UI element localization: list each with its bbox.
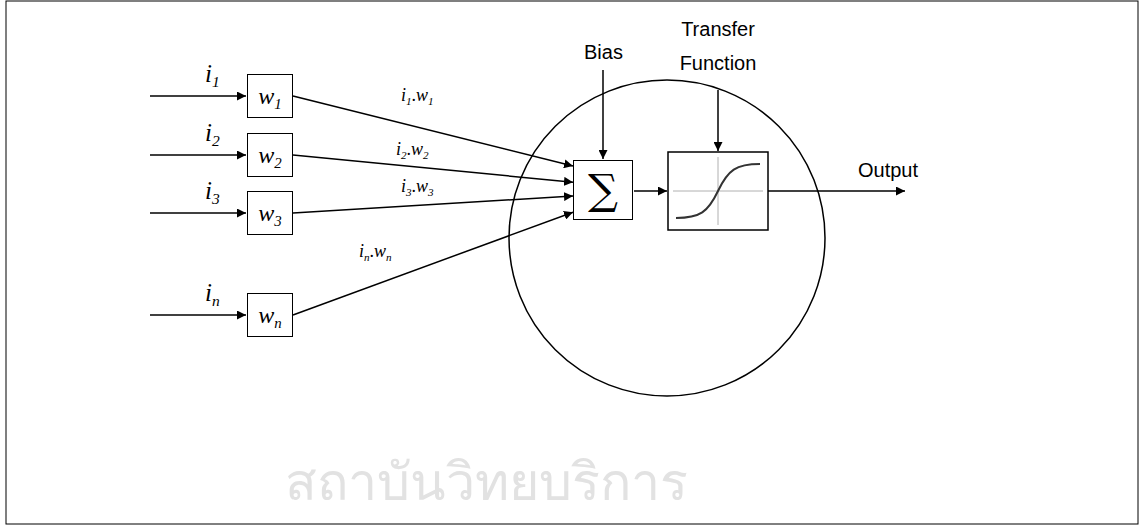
transfer-arrow [717, 90, 719, 151]
watermark: สถาบันวิทยบริการ [285, 450, 688, 514]
weight-box: w2 [247, 133, 293, 177]
math-subscript: 2 [423, 149, 429, 161]
weight-symbol: w3 [258, 199, 281, 227]
math-variable: i [401, 85, 406, 105]
math-variable: i [205, 177, 212, 204]
weight-box: w1 [247, 74, 293, 118]
math-symbol: . [412, 176, 417, 196]
product-label: in.wn [358, 240, 393, 262]
math-subscript: 1 [406, 95, 412, 107]
input-arrow [150, 95, 246, 97]
product-label: i1.w1 [400, 84, 435, 106]
math-variable: w [258, 200, 274, 226]
math-symbol: . [370, 241, 375, 261]
math-subscript: 1 [428, 95, 434, 107]
input-arrow [150, 212, 246, 214]
weight-symbol: wn [258, 301, 281, 329]
math-variable: w [258, 142, 274, 168]
sigmoid-curve [676, 164, 760, 218]
bias-label: Bias [584, 40, 623, 64]
weighted-input-line [293, 196, 573, 213]
math-subscript: n [212, 292, 220, 309]
product-label: i3.w3 [400, 175, 435, 197]
bias-arrow [602, 70, 604, 159]
math-variable: i [205, 60, 212, 87]
math-subscript: 2 [274, 155, 281, 171]
weight-symbol: w2 [258, 141, 281, 169]
math-variable: i [359, 241, 364, 261]
math-symbol: . [407, 139, 412, 159]
input-label: in [205, 279, 220, 307]
math-variable: w [416, 176, 428, 196]
math-variable: w [258, 83, 274, 109]
weight-box: w3 [247, 191, 293, 235]
math-variable: w [411, 139, 423, 159]
input-label: i1 [205, 60, 220, 88]
math-subscript: n [364, 251, 370, 263]
weighted-input-line [293, 212, 573, 315]
output-arrow [768, 190, 905, 192]
product-label: i2.w2 [395, 138, 430, 160]
transfer-function-label: Transfer Function [663, 12, 773, 80]
math-variable: i [396, 139, 401, 159]
input-label: i2 [205, 119, 220, 147]
output-label: Output [858, 158, 918, 182]
math-subscript: 3 [428, 186, 434, 198]
math-subscript: 1 [212, 73, 220, 90]
math-variable: w [374, 241, 386, 261]
math-subscript: 2 [401, 149, 407, 161]
math-subscript: 3 [406, 186, 412, 198]
sum-symbol: ∑ [588, 167, 618, 213]
frame-border [6, 1, 1138, 524]
math-subscript: n [274, 315, 281, 331]
summation-box: ∑ [573, 160, 633, 220]
transfer-function-box [668, 152, 768, 230]
math-subscript: 3 [212, 190, 220, 207]
weight-box: wn [247, 293, 293, 337]
neuron-circle [509, 80, 825, 396]
input-label: i3 [205, 177, 220, 205]
math-variable: i [401, 176, 406, 196]
weight-symbol: w1 [258, 82, 281, 110]
input-arrow [150, 314, 246, 316]
math-variable: i [205, 279, 212, 306]
math-symbol: . [412, 85, 417, 105]
math-variable: w [258, 302, 274, 328]
math-variable: w [416, 85, 428, 105]
math-subscript: 3 [274, 213, 281, 229]
math-subscript: n [386, 251, 392, 263]
math-subscript: 2 [212, 132, 220, 149]
sum-to-transfer-arrow [634, 190, 667, 192]
math-subscript: 1 [274, 96, 281, 112]
math-variable: i [205, 119, 212, 146]
input-arrow [150, 154, 246, 156]
